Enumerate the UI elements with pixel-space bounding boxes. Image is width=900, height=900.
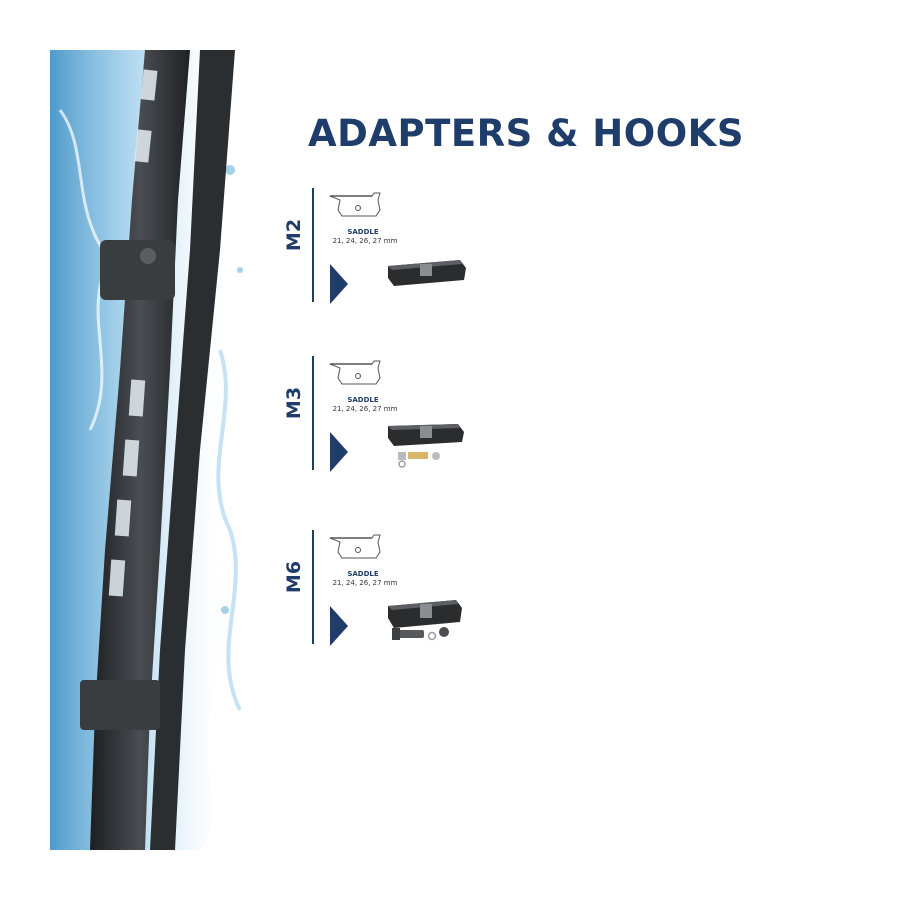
saddle-label: SADDLE: [347, 228, 379, 236]
wiper-blade-image: [50, 50, 243, 850]
arrow-right-icon: [330, 432, 348, 472]
adapter-section-m6: M6 SADDLE 21, 24, 26, 27 mm: [280, 530, 520, 650]
saddle-sizes: 21, 24, 26, 27 mm: [332, 579, 398, 587]
section-divider: [312, 530, 314, 644]
saddle-label: SADDLE: [347, 570, 379, 578]
section-divider: [312, 356, 314, 470]
section-divider: [312, 188, 314, 302]
m3-adapter-part: [388, 424, 464, 468]
saddle-diagram-icon: [329, 360, 381, 385]
page-title: ADAPTERS & HOOKS: [308, 112, 744, 155]
saddle-sizes: 21, 24, 26, 27 mm: [332, 405, 398, 413]
m2-adapter-part: [388, 260, 466, 286]
saddle-diagram-icon: [329, 192, 381, 217]
adapter-code: M3: [283, 386, 305, 420]
saddle-sizes: 21, 24, 26, 27 mm: [332, 237, 398, 245]
saddle-diagram-icon: [329, 534, 381, 559]
saddle-label: SADDLE: [347, 396, 379, 404]
arrow-right-icon: [330, 264, 348, 304]
m6-adapter-part: [388, 600, 462, 641]
adapter-section-m3: M3 SADDLE 21, 24, 26, 27 mm: [280, 356, 520, 476]
adapter-section-m2: M2 SADDLE 21, 24, 26, 27 mm: [280, 188, 520, 308]
adapter-code: M6: [283, 560, 305, 594]
adapter-code: M2: [283, 218, 305, 252]
arrow-right-icon: [330, 606, 348, 646]
